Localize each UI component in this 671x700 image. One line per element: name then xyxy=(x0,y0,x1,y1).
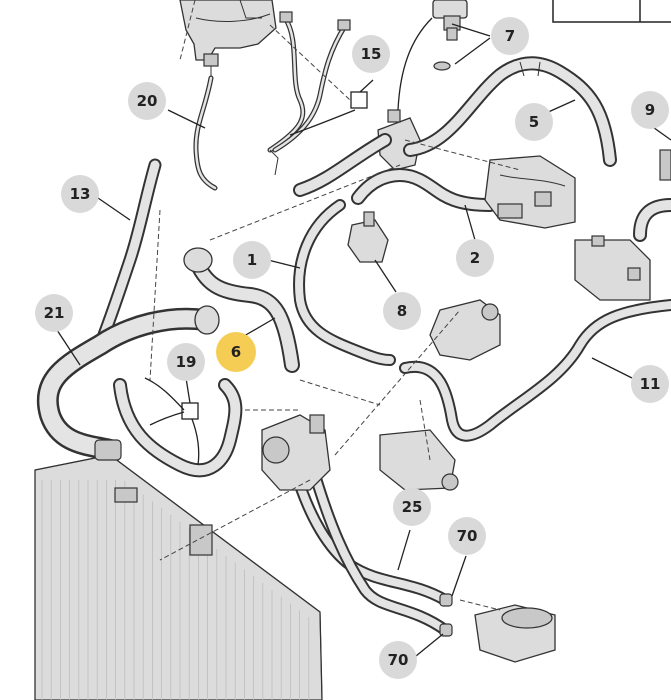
water-outlet-housing xyxy=(484,155,576,229)
expansion-tank xyxy=(179,0,277,78)
hose-13 xyxy=(93,158,162,352)
hose-2 xyxy=(351,168,497,212)
temperature-sensor-7 xyxy=(432,0,468,71)
callout-13: 13 xyxy=(61,175,99,213)
clamps-70 xyxy=(439,593,453,637)
vent-pipes-15 xyxy=(267,11,351,176)
radiator xyxy=(34,439,323,700)
svg-text:11: 11 xyxy=(640,375,661,393)
pointer-arrow xyxy=(289,109,356,136)
svg-text:2: 2 xyxy=(470,249,480,267)
heat-exchanger xyxy=(474,604,556,663)
callout-5: 5 xyxy=(515,103,553,141)
svg-text:5: 5 xyxy=(529,113,539,131)
hose-20 xyxy=(193,75,218,191)
callout-9: 9 xyxy=(631,91,669,129)
svg-text:8: 8 xyxy=(397,302,407,320)
callout-2: 2 xyxy=(456,239,494,277)
svg-text:20: 20 xyxy=(137,92,158,110)
svg-text:70: 70 xyxy=(457,527,478,545)
pointer-arrow xyxy=(397,17,433,111)
hose-25 xyxy=(289,464,451,636)
svg-text:70: 70 xyxy=(388,651,409,669)
svg-text:25: 25 xyxy=(402,498,423,516)
callout-6: 6 xyxy=(216,332,256,372)
assembly-dashed-lines xyxy=(149,0,521,611)
hose-21 xyxy=(36,305,220,461)
marker-square-19 xyxy=(181,402,199,420)
thermostat-housing xyxy=(377,109,421,171)
hose-5 xyxy=(403,56,617,167)
water-pump-housing xyxy=(261,414,331,491)
callout-15: 15 xyxy=(352,35,390,73)
egr-cooler xyxy=(379,429,459,491)
oil-cooler-9 xyxy=(574,149,671,301)
svg-text:9: 9 xyxy=(645,101,655,119)
hose-1 xyxy=(293,199,396,366)
hose-upper xyxy=(293,133,392,197)
callout-70-lower: 70 xyxy=(379,641,417,679)
svg-text:13: 13 xyxy=(70,185,91,203)
callout-1: 1 xyxy=(233,241,271,279)
callout-20: 20 xyxy=(128,82,166,120)
callout-25: 25 xyxy=(393,488,431,526)
callout-8: 8 xyxy=(383,292,421,330)
svg-text:21: 21 xyxy=(44,304,65,322)
callout-19: 19 xyxy=(167,343,205,381)
bracket-8 xyxy=(347,211,389,263)
hose-6 xyxy=(183,247,300,373)
hose-11 xyxy=(399,299,671,442)
hose-19 xyxy=(113,378,243,478)
marker-19-arrows xyxy=(144,377,200,466)
callout-badges: 1 2 5 6 7 8 9 11 13 15 19 20 21 25 70 70 xyxy=(35,17,669,679)
svg-text:6: 6 xyxy=(231,343,241,361)
svg-text:7: 7 xyxy=(505,27,515,45)
callout-7: 7 xyxy=(491,17,529,55)
callout-70-upper: 70 xyxy=(448,517,486,555)
callout-21: 21 xyxy=(35,294,73,332)
marker-square-15 xyxy=(350,91,368,109)
callout-11: 11 xyxy=(631,365,669,403)
leader-lines xyxy=(56,23,671,657)
svg-text:15: 15 xyxy=(361,45,382,63)
egr-valve xyxy=(429,299,501,361)
svg-text:1: 1 xyxy=(247,251,257,269)
part-table-fragment xyxy=(552,0,671,23)
svg-text:19: 19 xyxy=(176,353,197,371)
